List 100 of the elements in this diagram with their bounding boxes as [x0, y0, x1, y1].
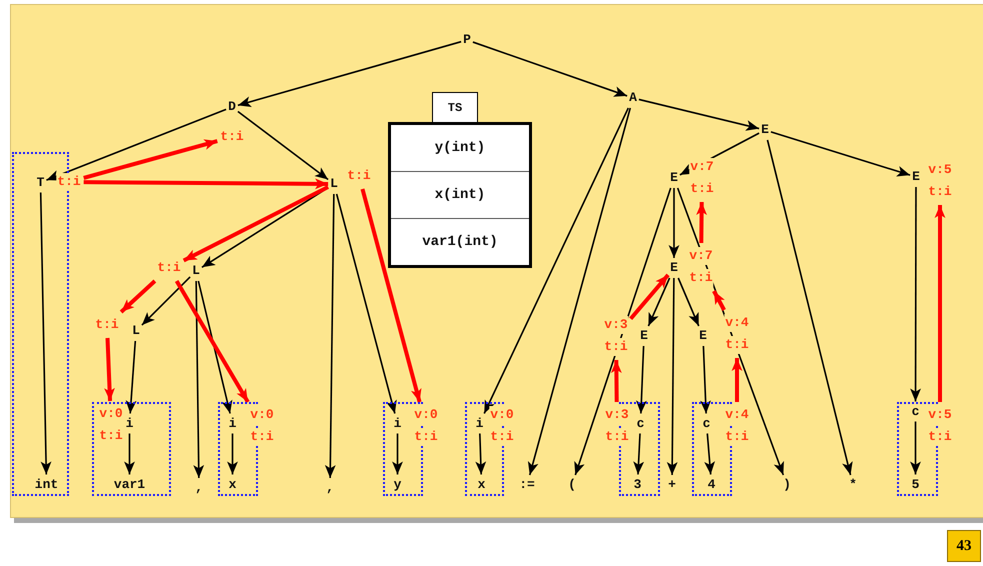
attribute-label: t:i: [603, 338, 629, 356]
arrow: [770, 131, 910, 176]
token: ): [783, 477, 791, 493]
grammar-symbol: T: [36, 174, 44, 190]
attribute-flow-arrow: [83, 139, 218, 180]
attribute-label: t:i: [927, 428, 953, 446]
grammar-symbol: L: [132, 323, 140, 339]
arrow: [668, 188, 680, 258]
page-number: 43: [947, 530, 981, 562]
arrow: [666, 278, 678, 475]
token: y: [394, 476, 402, 492]
grammar-symbol: E: [670, 170, 678, 186]
grammar-symbol: c: [702, 416, 710, 432]
arrow: [46, 108, 226, 181]
attribute-flow-arrow: [934, 205, 946, 402]
arrow: [193, 281, 204, 478]
attribute-label: t:i: [724, 428, 750, 446]
attribute-flow-arrow: [84, 178, 328, 190]
token: 4: [708, 476, 716, 492]
token: var1: [114, 476, 146, 492]
arrow: [475, 433, 486, 475]
token: ,: [326, 480, 334, 496]
grammar-symbol: E: [640, 328, 648, 344]
arrow: [766, 140, 853, 476]
arrow: [484, 108, 629, 414]
attribute-label: t:i: [724, 336, 750, 354]
table-row-text: var1(int): [421, 233, 499, 252]
attribute-flow-arrow: [182, 185, 329, 262]
attribute-label: t:i: [249, 428, 275, 446]
attribute-flow-arrow: [629, 274, 670, 320]
attribute-flow-arrow: [104, 338, 115, 402]
arrow: [237, 110, 329, 180]
arrow: [238, 40, 462, 107]
arrow: [472, 41, 628, 97]
arrow: [336, 194, 397, 414]
arrow: [910, 187, 921, 402]
grammar-symbol: E: [761, 122, 769, 138]
attribute-flow-arrow: [611, 360, 622, 402]
grammar-symbol: E: [670, 260, 678, 276]
grammar-symbol: i: [126, 416, 134, 432]
token: ,: [195, 480, 203, 496]
arrow: [636, 346, 647, 414]
token: x: [228, 476, 236, 492]
grammar-symbol: i: [476, 416, 484, 432]
grammar-symbol: i: [394, 416, 402, 432]
attribute-label: v:0: [489, 406, 515, 424]
arrow: [198, 280, 232, 414]
arrow: [910, 422, 921, 474]
attribute-label: v:4: [724, 314, 750, 332]
token: int: [34, 476, 58, 492]
attribute-flow-arrow: [696, 202, 707, 244]
token: (: [568, 477, 576, 493]
grammar-symbol: c: [636, 416, 644, 432]
arrow: [700, 346, 711, 414]
arrow: [574, 188, 672, 476]
arrow: [704, 433, 716, 475]
token: :=: [519, 477, 535, 493]
token: x: [478, 476, 486, 492]
attribute-flow-arrow: [174, 280, 250, 404]
attribute-flow-arrow: [712, 290, 726, 311]
attribute-flow-arrow: [732, 358, 742, 402]
attribute-label: v:0: [413, 406, 439, 424]
table-row: x(int): [391, 172, 529, 219]
arrow: [678, 278, 700, 326]
attribute-label: v:7: [688, 247, 714, 265]
token: 3: [634, 476, 642, 492]
attribute-label: v:7: [689, 158, 715, 176]
arrow: [648, 278, 670, 326]
arrow: [638, 98, 760, 131]
attribute-label: v:5: [927, 406, 953, 424]
grammar-symbol: E: [699, 328, 707, 344]
attribute-label: t:i: [688, 269, 714, 287]
grammar-symbol: L: [330, 176, 338, 192]
attribute-label: t:i: [489, 428, 515, 446]
table-row: y(int): [391, 125, 529, 172]
table-tab: TS: [432, 92, 478, 124]
token: 5: [912, 476, 920, 492]
attribute-flow-arrow: [360, 188, 422, 403]
grammar-symbol: D: [228, 99, 236, 115]
grammar-symbol: L: [192, 263, 200, 279]
grammar-symbol: A: [629, 90, 637, 106]
attribute-label: t:i: [604, 428, 630, 446]
attribute-flow-arrow: [120, 280, 156, 314]
attribute-label: v:3: [604, 406, 630, 424]
arrow: [392, 434, 403, 474]
attribute-label: v:4: [724, 406, 750, 424]
attribute-label: v:3: [603, 316, 629, 334]
arrow: [124, 434, 135, 474]
attribute-label: t:i: [56, 173, 82, 191]
token: +: [668, 477, 676, 493]
arrow: [324, 194, 336, 478]
grammar-symbol: E: [912, 169, 920, 185]
attribute-label: t:i: [413, 428, 439, 446]
arrow: [528, 108, 632, 476]
arrow: [633, 433, 644, 475]
arrow: [40, 192, 52, 475]
arrow: [141, 276, 191, 326]
grammar-symbol: c: [912, 404, 920, 420]
grammar-symbol: i: [228, 416, 236, 432]
arrow: [126, 340, 137, 414]
